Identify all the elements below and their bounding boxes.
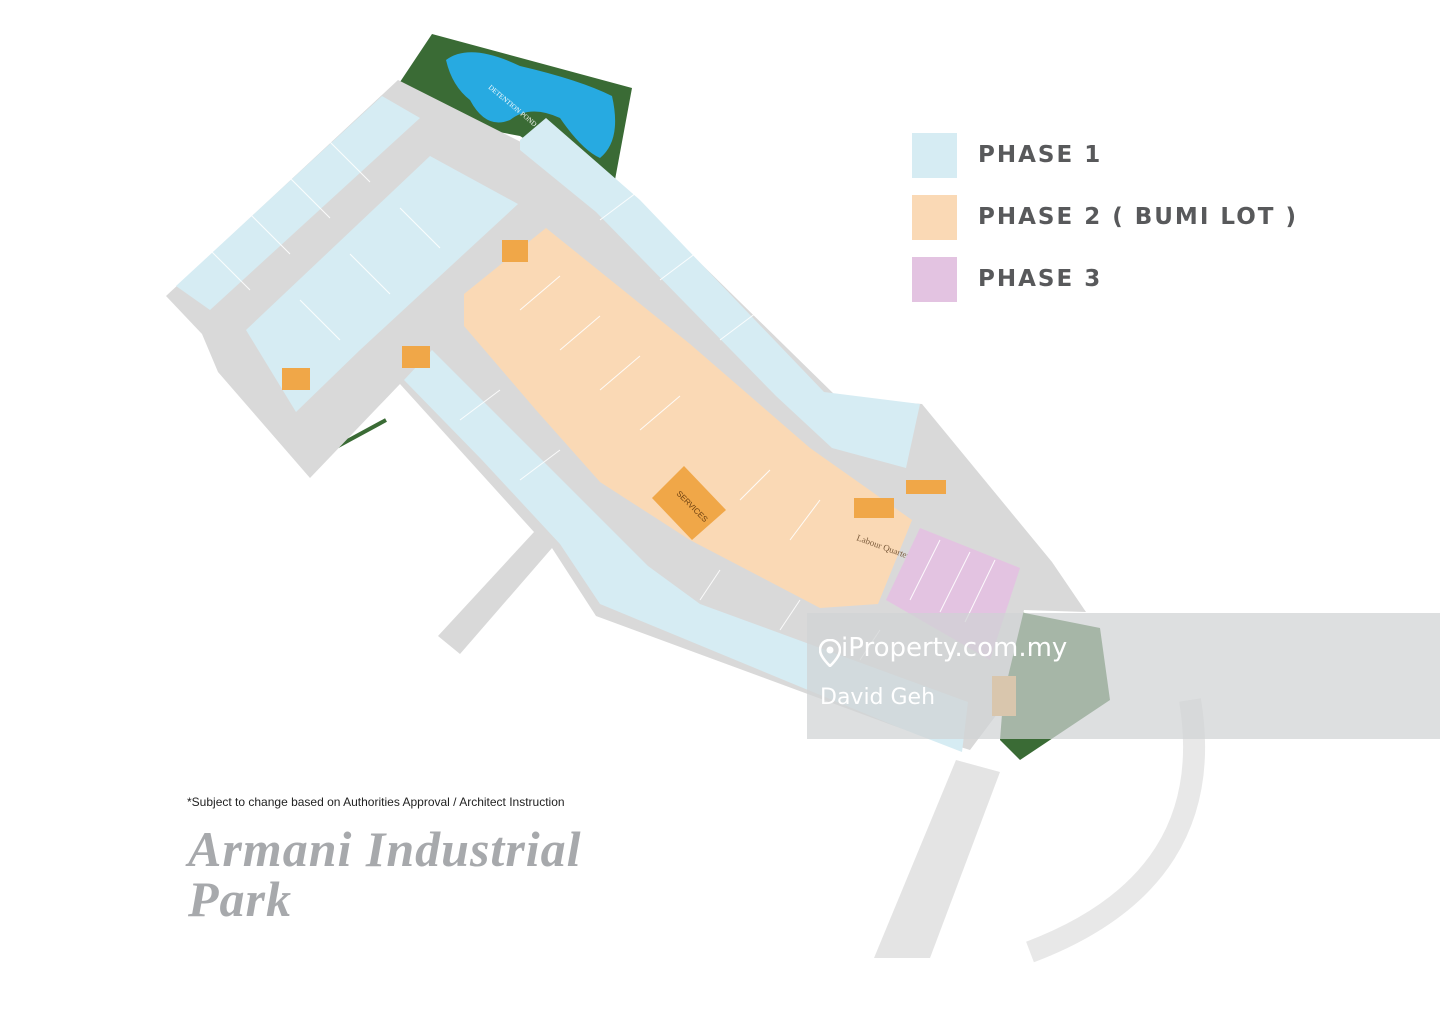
access-road [874,760,1000,958]
phase2-block [464,228,912,608]
legend-swatch-phase3 [912,256,957,302]
watermark-brand: iProperty.com.my [841,633,1068,663]
legend-item-phase2: PHASE 2 ( BUMI LOT ) [912,194,1298,240]
phase1-block-west [176,96,420,310]
legend-swatch-phase2 [912,194,957,240]
amenity-lot [282,368,310,390]
watermark-agent: David Geh [820,685,936,710]
legend-item-phase3: PHASE 3 [912,256,1298,302]
amenity-lot [402,346,430,368]
amenity-lot [502,240,528,262]
legend-item-phase1: PHASE 1 [912,132,1298,178]
phase-legend: PHASE 1 PHASE 2 ( BUMI LOT ) PHASE 3 [912,132,1298,318]
watermark-banner: iProperty.com.my David Geh [807,613,1440,739]
amenity-lot [906,480,946,494]
disclaimer-note: *Subject to change based on Authorities … [187,795,565,809]
location-pin-icon [819,639,841,667]
legend-label-phase1: PHASE 1 [978,142,1103,168]
phase1-block-inner [246,156,518,412]
detention-pond [446,52,616,158]
legend-swatch-phase1 [912,132,957,178]
project-title: Armani Industrial Park [188,821,582,927]
legend-label-phase2: PHASE 2 ( BUMI LOT ) [978,204,1298,230]
road-curve [1026,698,1205,963]
amenity-lot [854,498,894,518]
services-lot [652,466,726,540]
legend-label-phase3: PHASE 3 [978,266,1103,292]
